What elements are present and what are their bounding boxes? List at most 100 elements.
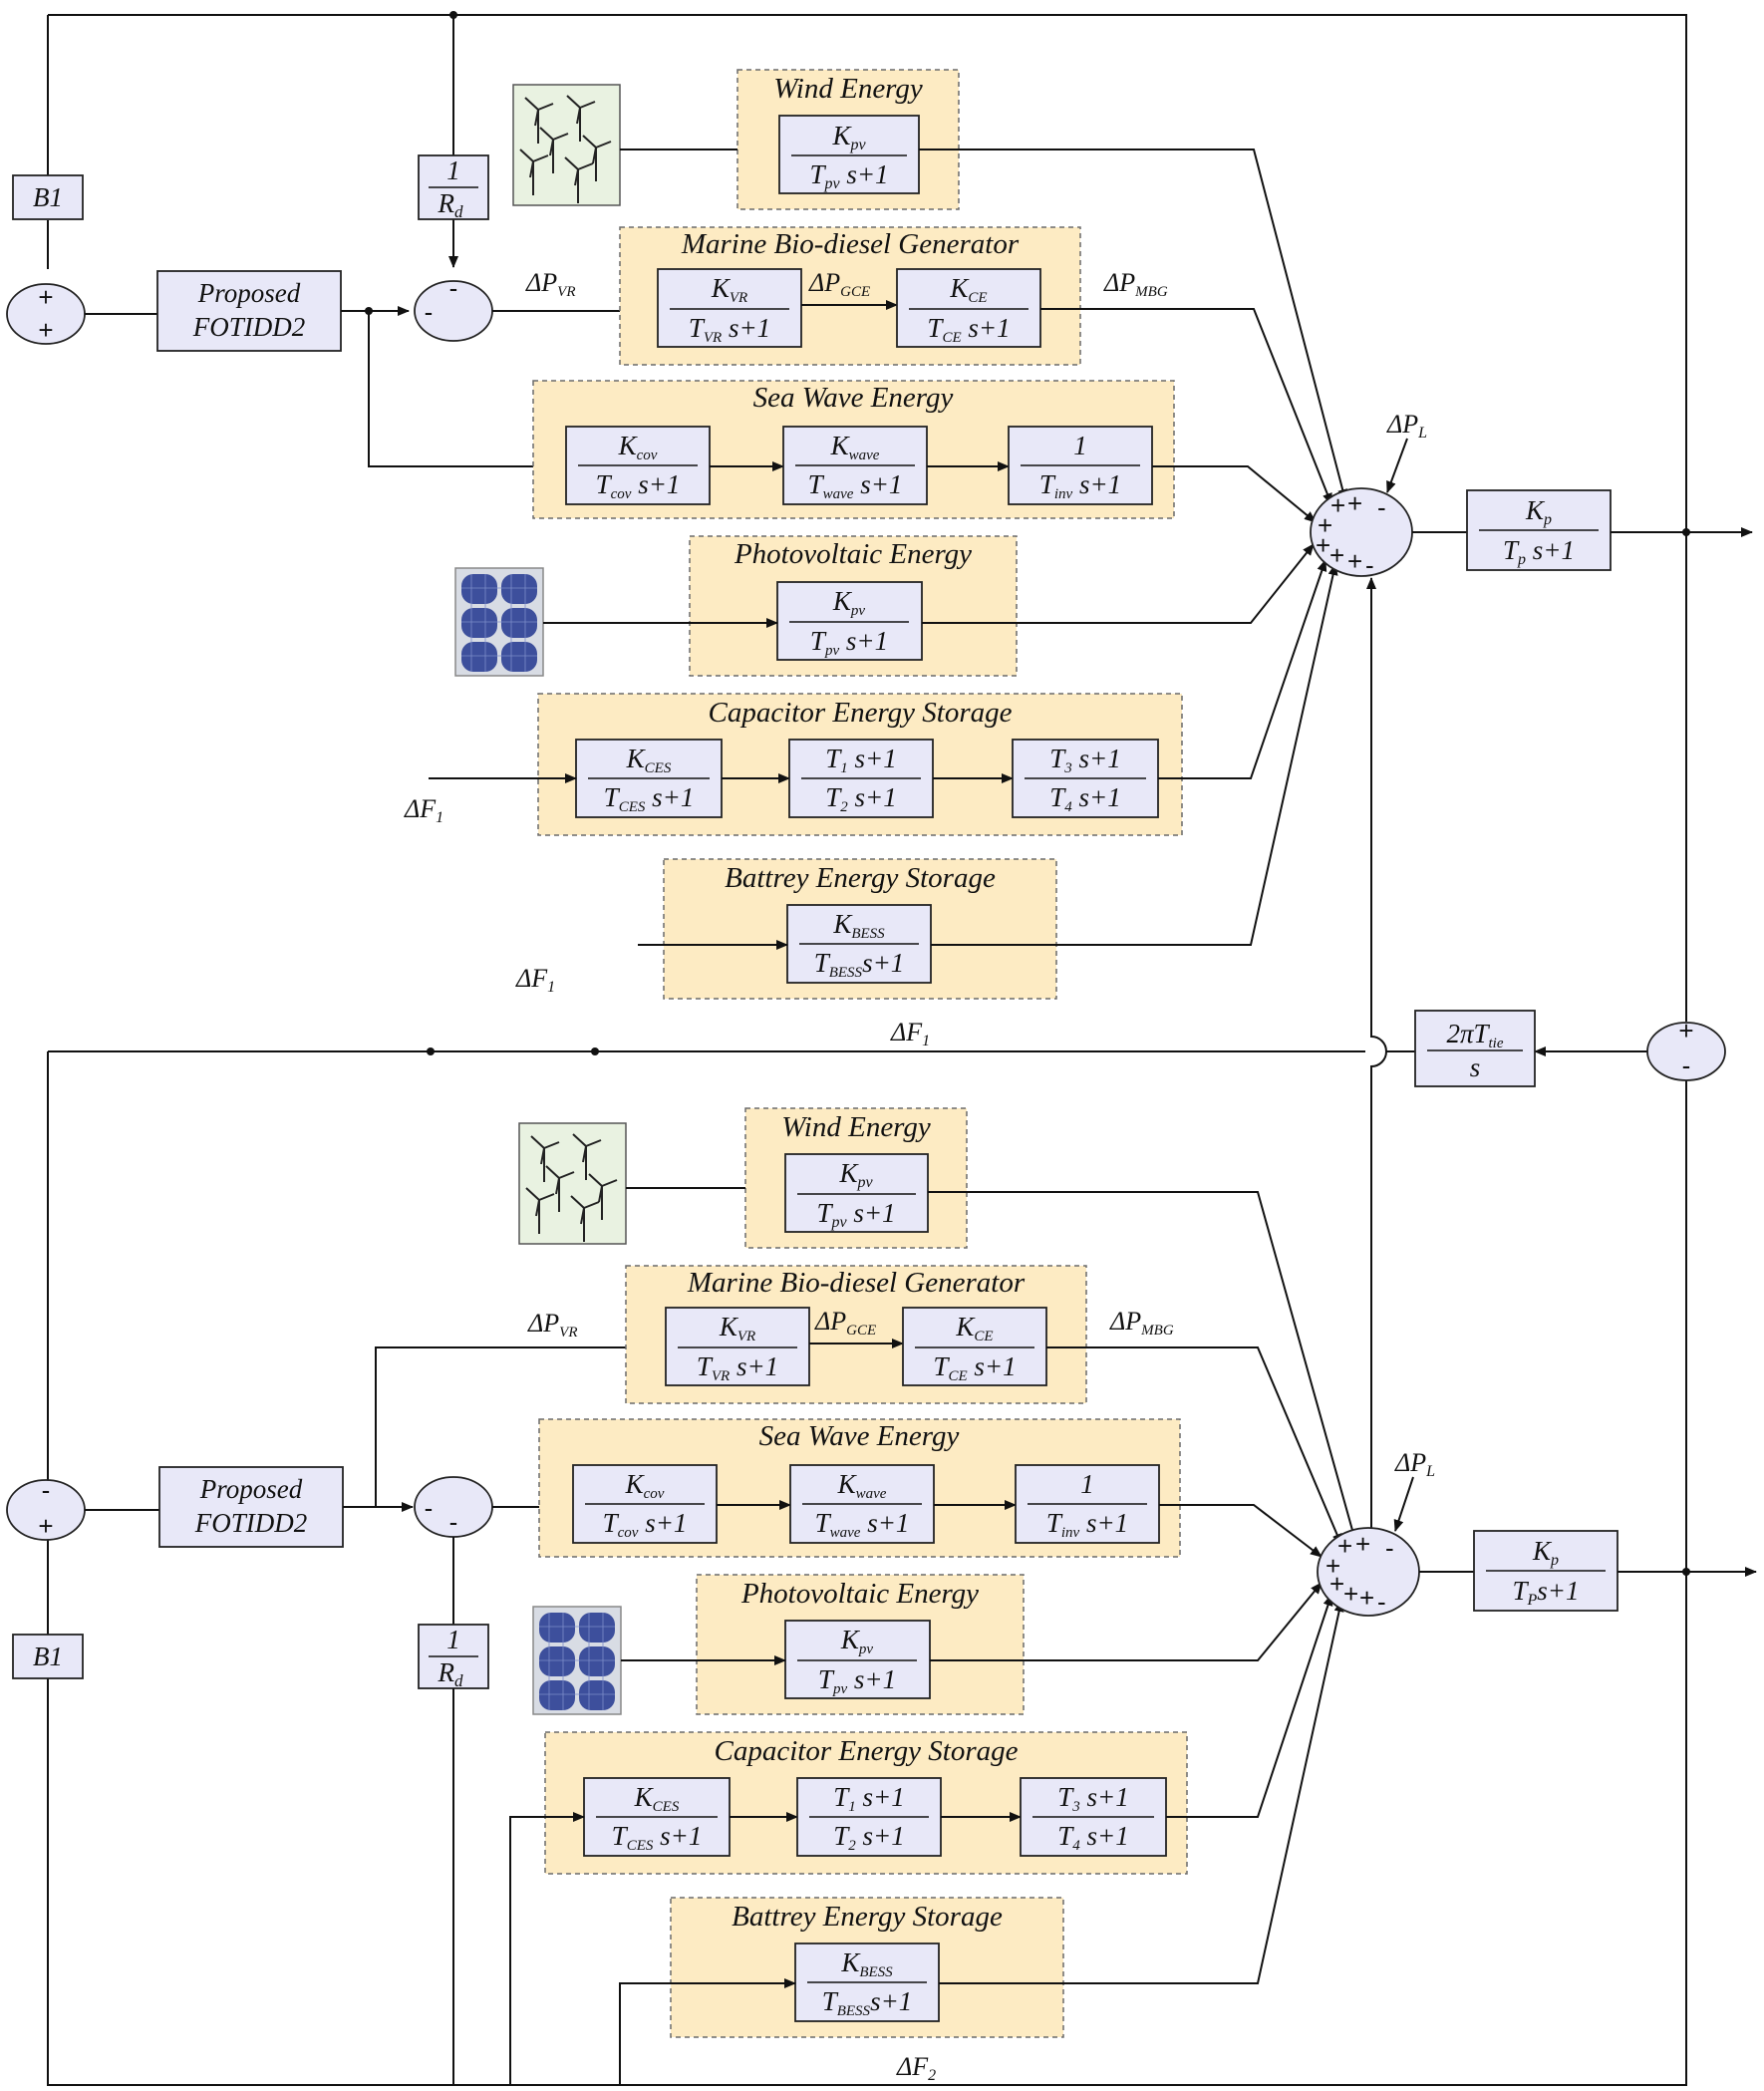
svg-text:T1 s+1: T1 s+1 xyxy=(833,1782,905,1815)
svg-text:+: + xyxy=(1325,1551,1340,1581)
svg-text:Kp: Kp xyxy=(1532,1536,1559,1569)
bottom-b1-block xyxy=(12,1634,84,1679)
top-ce-tf-block xyxy=(896,268,1041,348)
top-vr-tf-block xyxy=(657,268,802,348)
svg-text:FOTIDD2: FOTIDD2 xyxy=(192,312,306,342)
svg-text:TVR s+1: TVR s+1 xyxy=(689,313,770,346)
solar-panel-icon xyxy=(532,1606,622,1715)
svg-text:+: + xyxy=(1318,510,1332,540)
svg-text:B1: B1 xyxy=(33,1642,63,1671)
svg-text:1: 1 xyxy=(446,1625,460,1654)
svg-text:KVR: KVR xyxy=(719,1312,755,1344)
svg-text:Tinv s+1: Tinv s+1 xyxy=(1039,469,1121,502)
svg-text:Wind Energy: Wind Energy xyxy=(773,73,923,105)
svg-text:KCE: KCE xyxy=(955,1312,993,1344)
svg-text:Capacitor Energy Storage: Capacitor Energy Storage xyxy=(709,697,1013,729)
top-b1-block xyxy=(12,174,84,220)
svg-text:ΔF2: ΔF2 xyxy=(896,2052,936,2084)
svg-text:Wind Energy: Wind Energy xyxy=(781,1111,931,1143)
wind-turbines-icon xyxy=(512,84,621,206)
svg-text:Kcov: Kcov xyxy=(625,1469,665,1502)
top-dpvr-label: ΔPVR xyxy=(525,268,575,300)
svg-text:Battrey Energy Storage: Battrey Energy Storage xyxy=(725,862,996,894)
svg-text:-: - xyxy=(425,1493,434,1523)
svg-text:Sea Wave Energy: Sea Wave Energy xyxy=(753,382,954,414)
solar-panel-icon xyxy=(454,567,544,677)
svg-text:KCES: KCES xyxy=(626,744,672,776)
svg-text:Tpv s+1: Tpv s+1 xyxy=(810,626,888,659)
bottom-droop-sum-junction: - - xyxy=(414,1476,493,1538)
svg-text:Marine Bio-diesel Generator: Marine Bio-diesel Generator xyxy=(681,228,1020,260)
svg-text:T1 s+1: T1 s+1 xyxy=(825,744,897,776)
svg-text:Tcov s+1: Tcov s+1 xyxy=(596,469,681,502)
svg-text:+: + xyxy=(1343,1579,1358,1609)
svg-text:+: + xyxy=(1329,540,1344,570)
svg-text:Photovoltaic Energy: Photovoltaic Energy xyxy=(740,1578,979,1610)
svg-text:Kcov: Kcov xyxy=(618,431,658,463)
top-droop-sum-junction: - - xyxy=(414,273,493,342)
svg-text:ΔPGCE: ΔPGCE xyxy=(808,268,870,300)
bottom-vr-tf-block xyxy=(665,1307,810,1386)
area-1: B1 + + Proposed FOTIDD2 1 Rd - - ΔPVR xyxy=(6,11,1753,1550)
svg-text:Kpv: Kpv xyxy=(840,1625,874,1657)
svg-text:Battrey Energy Storage: Battrey Energy Storage xyxy=(732,1901,1003,1933)
svg-text:ΔPVR: ΔPVR xyxy=(527,1309,577,1341)
wind-turbines-icon xyxy=(518,1122,627,1245)
svg-text:-: - xyxy=(1377,1587,1386,1617)
top-wind-tf-block xyxy=(778,115,920,194)
svg-text:+: + xyxy=(1347,546,1362,576)
top-pv-tf-block xyxy=(776,581,923,661)
area-2: - + B1 Proposed FOTIDD2 ΔPVR - - 1 Rd Wi… xyxy=(6,1107,1757,2085)
svg-text:+: + xyxy=(1678,1016,1693,1046)
svg-text:T2 s+1: T2 s+1 xyxy=(825,782,897,815)
svg-text:-: - xyxy=(449,1507,458,1537)
svg-text:+: + xyxy=(38,315,53,345)
svg-text:Photovoltaic Energy: Photovoltaic Energy xyxy=(734,538,972,570)
svg-text:Capacitor Energy Storage: Capacitor Energy Storage xyxy=(715,1735,1019,1767)
svg-text:-: - xyxy=(1682,1050,1691,1080)
svg-text:TCE s+1: TCE s+1 xyxy=(927,313,1010,346)
svg-text:ΔF1: ΔF1 xyxy=(515,964,555,996)
svg-text:Tpv s+1: Tpv s+1 xyxy=(818,1664,896,1697)
svg-text:Kpv: Kpv xyxy=(832,586,866,619)
bottom-fotidd2-controller xyxy=(158,1466,344,1548)
svg-text:ΔPMBG: ΔPMBG xyxy=(1109,1307,1174,1339)
svg-text:-: - xyxy=(1365,550,1374,580)
tie-line-sum-junction: + - xyxy=(1646,1016,1726,1081)
tie-line-tf-block xyxy=(1414,1010,1536,1087)
svg-text:T4 s+1: T4 s+1 xyxy=(1057,1821,1129,1854)
svg-text:+: + xyxy=(1355,1529,1370,1559)
svg-text:ΔPL: ΔPL xyxy=(1386,410,1427,442)
svg-text:Rd: Rd xyxy=(438,188,464,221)
svg-text:TCES s+1: TCES s+1 xyxy=(604,782,695,815)
svg-text:-: - xyxy=(1385,1533,1394,1563)
svg-text:T4 s+1: T4 s+1 xyxy=(1049,782,1121,815)
svg-text:T3 s+1: T3 s+1 xyxy=(1049,744,1121,776)
svg-text:+: + xyxy=(1330,490,1345,520)
svg-text:s: s xyxy=(1470,1052,1481,1082)
svg-text:KCES: KCES xyxy=(634,1782,680,1815)
svg-text:TVR s+1: TVR s+1 xyxy=(697,1351,778,1384)
svg-text:Sea Wave Energy: Sea Wave Energy xyxy=(759,1420,960,1452)
tie-line: ΔF1 2πTtie s + - xyxy=(427,1010,1726,1087)
svg-text:Twave s+1: Twave s+1 xyxy=(808,469,903,502)
svg-text:T3 s+1: T3 s+1 xyxy=(1057,1782,1129,1815)
bottom-area-sum-junction: - + xyxy=(6,1475,86,1541)
svg-text:+: + xyxy=(1347,488,1362,518)
svg-text:TPs+1: TPs+1 xyxy=(1512,1576,1579,1609)
svg-text:Marine Bio-diesel Generator: Marine Bio-diesel Generator xyxy=(687,1267,1026,1299)
svg-text:ΔF1: ΔF1 xyxy=(404,794,443,826)
svg-text:+: + xyxy=(1337,1531,1352,1561)
svg-text:+: + xyxy=(1329,1569,1344,1599)
svg-text:1: 1 xyxy=(1080,1469,1094,1499)
bottom-wind-tf-block xyxy=(784,1153,929,1233)
svg-text:Tcov s+1: Tcov s+1 xyxy=(603,1508,688,1541)
svg-text:1: 1 xyxy=(1073,431,1087,460)
svg-text:Kpv: Kpv xyxy=(838,1158,873,1191)
svg-text:2πTtie: 2πTtie xyxy=(1446,1019,1503,1051)
svg-text:TBESSs+1: TBESSs+1 xyxy=(822,1986,913,2019)
svg-text:-: - xyxy=(425,297,434,327)
svg-text:KBESS: KBESS xyxy=(840,1947,893,1980)
top-power-sum-junction: + + - + + + + - xyxy=(1310,487,1413,580)
